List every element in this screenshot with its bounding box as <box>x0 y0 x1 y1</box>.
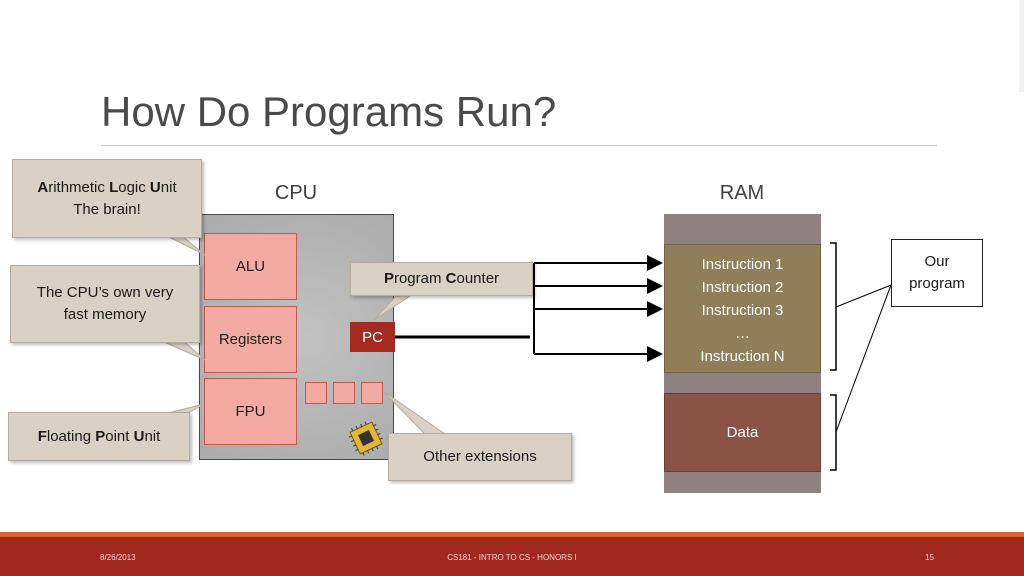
our-program-label: Our program <box>891 239 983 307</box>
brace-link <box>835 284 892 308</box>
slide-title: How Do Programs Run? <box>101 88 557 135</box>
our-program-line1: Our <box>924 253 950 270</box>
instruction-line: Instruction N <box>700 348 785 365</box>
registers-callout-line1: The CPU’s own very <box>36 284 174 301</box>
registers-callout: The CPU’s own very fast memory <box>10 265 200 343</box>
title-divider <box>101 145 937 146</box>
slide-edge-decoration <box>1019 0 1024 92</box>
program-instructions-block: Instruction 1 Instruction 2 Instruction … <box>664 244 821 373</box>
registers-callout-line2: fast memory <box>63 306 147 323</box>
data-brace <box>830 394 837 471</box>
pc-register: PC <box>350 322 395 352</box>
fpu-callout-text: Floating Point Unit <box>37 427 161 445</box>
extension-unit <box>361 382 383 404</box>
alu-callout-line1: Arithmetic Logic Unit <box>37 178 177 196</box>
instruction-line: Instruction 2 <box>701 279 784 296</box>
footer-accent-bar <box>0 532 1024 537</box>
footer-course: CS181 - INTRO TO CS - HONORS I <box>447 553 577 562</box>
footer-page-number: 15 <box>925 553 934 562</box>
footer-bar <box>0 537 1024 576</box>
ram-header: RAM <box>719 182 765 204</box>
our-program-line2: program <box>909 275 965 292</box>
chip-icon <box>348 421 383 456</box>
brace-link <box>835 284 892 433</box>
callout-pointer <box>373 295 412 321</box>
instruction-line: Instruction 3 <box>701 302 784 319</box>
extension-unit <box>333 382 355 404</box>
alu-callout: Arithmetic Logic Unit The brain! <box>12 159 202 238</box>
cpu-header: CPU <box>274 182 318 204</box>
registers-unit: Registers <box>204 306 297 373</box>
callout-pointer <box>382 390 447 435</box>
footer-date: 8/26/2013 <box>100 553 136 562</box>
alu-unit: ALU <box>204 233 297 300</box>
instruction-line: Instruction 1 <box>701 256 784 273</box>
data-block: Data <box>664 393 821 472</box>
extension-unit <box>305 382 327 404</box>
callout-pointer <box>164 234 206 256</box>
extensions-callout: Other extensions <box>388 433 572 481</box>
fpu-callout: Floating Point Unit <box>8 412 190 461</box>
alu-callout-line2: The brain! <box>73 200 141 218</box>
instructions-brace <box>830 242 837 371</box>
instruction-line: … <box>735 325 750 342</box>
program-counter-callout: Program Counter <box>350 262 533 296</box>
fpu-unit: FPU <box>204 378 297 445</box>
program-counter-callout-text: Program Counter <box>383 270 500 287</box>
